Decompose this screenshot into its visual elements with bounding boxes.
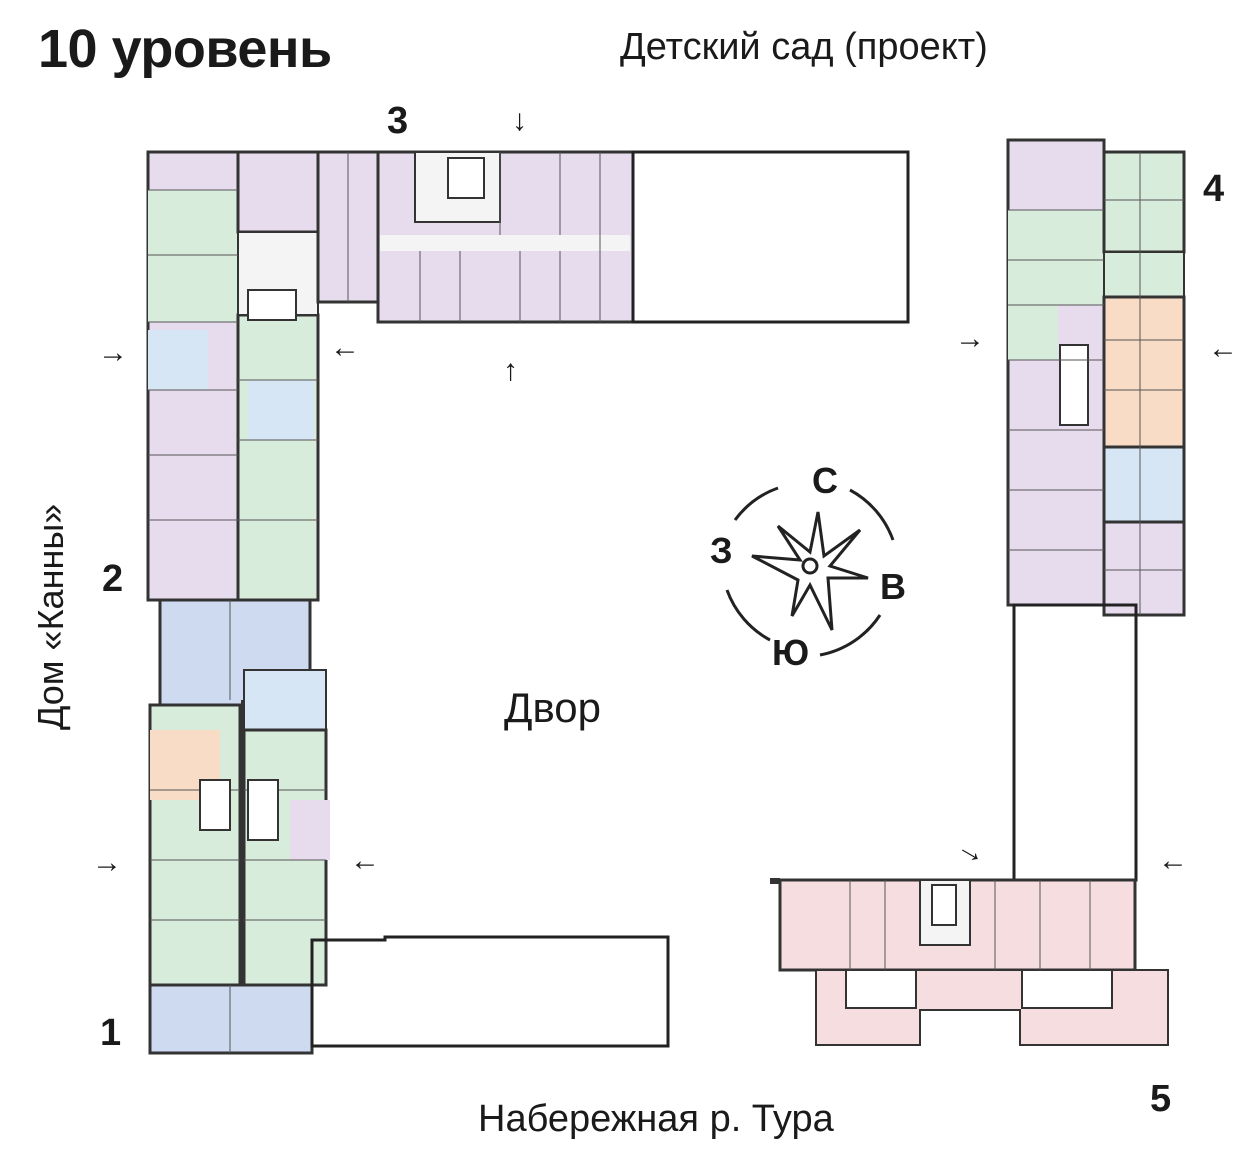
entrance-arrow-icon: ↑ <box>503 354 518 387</box>
north-neighbor-label: Детский сад (проект) <box>620 26 988 68</box>
compass-west-label: З <box>710 530 733 571</box>
west-wing <box>146 150 330 1055</box>
southeast-wing <box>770 878 1169 1046</box>
compass-north-label: С <box>812 460 838 501</box>
balcony-outline-section-3 <box>631 150 910 324</box>
section-number-5: 5 <box>1150 1078 1172 1120</box>
north-wing <box>316 150 635 324</box>
compass-east-label: В <box>880 566 906 607</box>
compass-rose <box>725 486 895 657</box>
entrance-arrow-icon: ← <box>1158 844 1188 877</box>
page-title: 10 уровень <box>38 19 332 79</box>
compass-south-label: Ю <box>772 632 810 673</box>
entrance-arrow-icon: → <box>92 846 122 879</box>
balcony-outline-section-1 <box>310 935 670 1048</box>
entrance-arrow-icon: ← <box>330 331 360 364</box>
section-number-1: 1 <box>100 1012 122 1054</box>
south-neighbor-label: Набережная р. Тура <box>478 1098 834 1140</box>
entrance-arrow-icon: ← <box>350 844 380 877</box>
east-wing <box>1006 138 1186 882</box>
courtyard-label: Двор <box>504 684 602 731</box>
entrance-arrow-icon: → <box>98 336 128 369</box>
entrance-arrow-icon: ↓ <box>512 104 527 137</box>
section-number-3: 3 <box>387 100 409 142</box>
entrance-arrow-icon: → <box>955 322 985 355</box>
entrance-arrow-icon: ← <box>1208 332 1238 365</box>
section-number-2: 2 <box>102 558 124 600</box>
section-number-4: 4 <box>1203 168 1225 210</box>
